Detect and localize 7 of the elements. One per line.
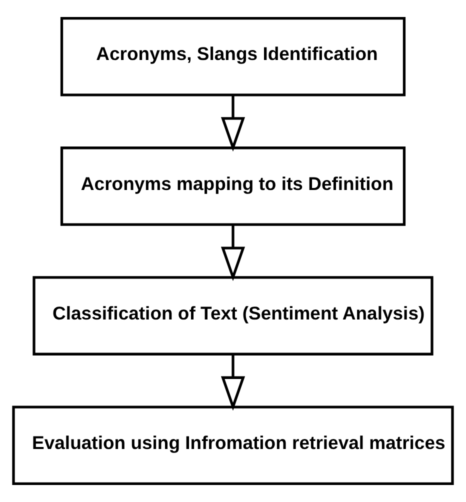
arrow [220, 354, 246, 411]
arrow [220, 95, 246, 152]
node-box: Acronyms mapping to its Definition [60, 146, 406, 226]
node-box: Classification of Text (Sentiment Analysis) [32, 276, 434, 356]
arrow [220, 224, 246, 282]
node-box: Acronyms, Slangs Identification [60, 16, 406, 96]
node-box: Evaluation using Infromation retrieval matrices [12, 406, 454, 486]
